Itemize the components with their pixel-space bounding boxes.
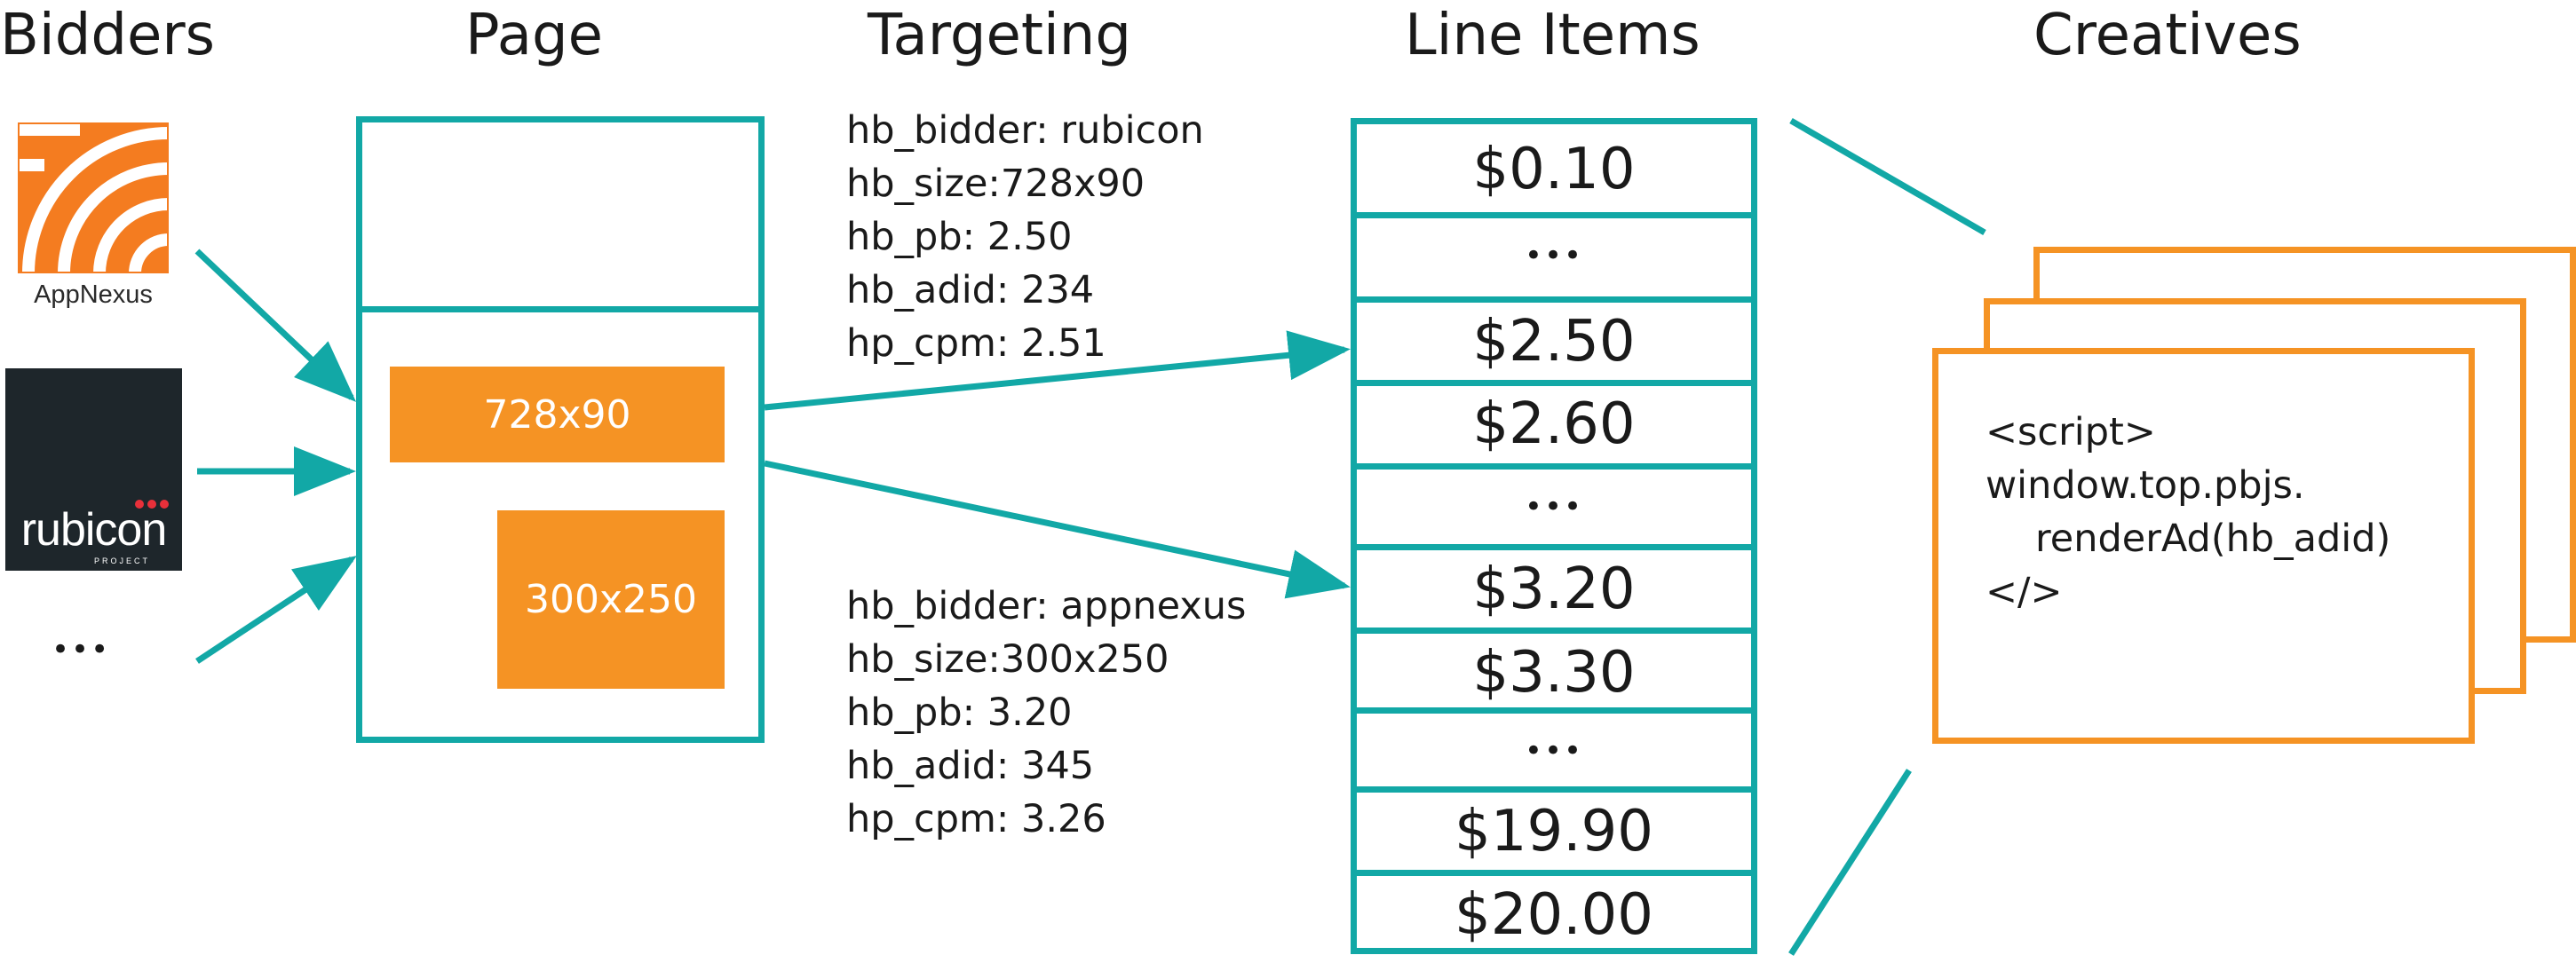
line-item: $3.30 <box>1472 640 1636 706</box>
targeting-line: hb_size:300x250 <box>846 637 1169 682</box>
rubicon-label: rubicon <box>20 504 168 556</box>
arrow-appnexus-to-page <box>194 249 357 402</box>
rubicon-dots-icon <box>135 500 170 509</box>
code-line: renderAd(hb_adid) <box>2035 517 2391 561</box>
rubicon-sub-label: PROJECT <box>94 556 151 565</box>
targeting-line: hb_pb: 2.50 <box>846 215 1073 259</box>
heading-page: Page <box>465 3 603 68</box>
ad-slot-leaderboard: 728x90 <box>390 367 725 462</box>
more-bidders: ••• <box>52 632 111 667</box>
targeting-line: hb_size:728x90 <box>846 162 1145 206</box>
appnexus-icon <box>18 122 169 273</box>
line-item: $0.10 <box>1472 137 1636 202</box>
code-line: window.top.pbjs. <box>1986 463 2305 508</box>
ad-slot-rectangle: 300x250 <box>497 510 725 689</box>
targeting-line: hb_bidder: rubicon <box>846 108 1204 153</box>
creative-card-front <box>1932 348 2475 744</box>
line-items-box <box>1351 118 1757 954</box>
arrow-leaderboard-to-line-item <box>764 330 1351 411</box>
line-item-divider <box>1351 544 1757 550</box>
line-item: $3.20 <box>1472 556 1636 622</box>
zoom-line-top <box>1789 117 1986 236</box>
line-item: $2.50 <box>1472 309 1636 375</box>
line-item: ••• <box>1524 238 1584 273</box>
line-item-divider <box>1351 296 1757 303</box>
arrow-more-to-page <box>195 556 357 664</box>
line-item-divider <box>1351 212 1757 218</box>
heading-targeting: Targeting <box>868 3 1131 68</box>
line-item: $2.60 <box>1472 391 1636 457</box>
line-item: ••• <box>1524 733 1584 769</box>
targeting-line: hb_pb: 3.20 <box>846 691 1073 735</box>
targeting-rubicon: hb_bidder: rubicon hb_size:728x90 hb_pb:… <box>846 104 1204 370</box>
arrow-rectangle-to-line-item <box>764 460 1351 599</box>
line-item-divider <box>1351 707 1757 714</box>
targeting-line: hb_adid: 345 <box>846 744 1095 788</box>
line-item: ••• <box>1524 489 1584 525</box>
creative-code: <script> window.top.pbjs. renderAd(hb_ad… <box>1986 406 2390 619</box>
line-item-divider <box>1351 463 1757 470</box>
targeting-appnexus: hb_bidder: appnexus hb_size:300x250 hb_p… <box>846 580 1246 846</box>
line-item-divider <box>1351 628 1757 634</box>
code-line: </> <box>1986 570 2063 614</box>
appnexus-logo: AppNexus <box>18 122 169 327</box>
line-item-divider <box>1351 380 1757 386</box>
heading-bidders: Bidders <box>0 3 215 68</box>
rubicon-logo: rubicon PROJECT <box>5 368 182 571</box>
page-divider <box>356 306 765 312</box>
appnexus-label: AppNexus <box>34 280 153 309</box>
targeting-line: hp_cpm: 2.51 <box>846 321 1106 366</box>
line-item: $19.90 <box>1454 799 1653 864</box>
heading-line-items: Line Items <box>1405 3 1700 68</box>
heading-creatives: Creatives <box>2033 3 2302 68</box>
targeting-line: hb_bidder: appnexus <box>846 584 1247 628</box>
zoom-line-bottom <box>1788 769 1912 956</box>
line-item: $20.00 <box>1454 882 1653 948</box>
targeting-line: hb_adid: 234 <box>846 268 1095 312</box>
code-line: <script> <box>1986 410 2156 454</box>
line-item-divider <box>1351 786 1757 793</box>
targeting-line: hp_cpm: 3.26 <box>846 797 1106 841</box>
line-item-divider <box>1351 870 1757 876</box>
